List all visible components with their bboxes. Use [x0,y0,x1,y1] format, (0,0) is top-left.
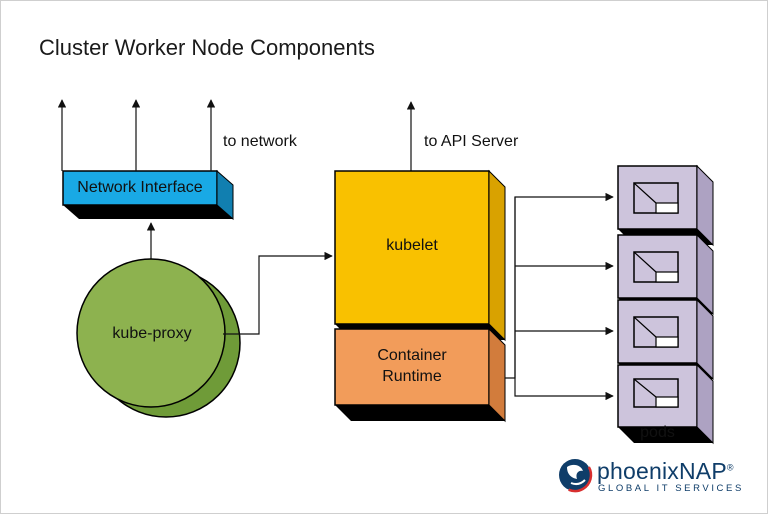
container-runtime-label-line1: Container [377,347,447,364]
proxy-to-kubelet-connector [223,251,333,335]
kube-proxy-label: kube-proxy [112,325,192,342]
container-runtime-label-line2: Runtime [382,368,442,385]
brand-name: phoenixNAP® [597,458,734,485]
pod-2 [617,233,714,316]
pods-label: pods [640,424,675,441]
phoenixnap-brand: phoenixNAP® GLOBAL IT SERVICES [557,457,757,497]
pod-connectors [505,192,614,401]
kubelet-label: kubelet [386,237,438,254]
phoenixnap-logo-icon [557,457,593,493]
network-arrows [57,99,216,259]
brand-tagline: GLOBAL IT SERVICES [598,483,744,494]
pod-4 [617,363,714,445]
pod-1 [617,164,714,247]
to-network-label: to network [223,133,297,150]
to-api-server-label: to API Server [424,133,519,150]
kube-proxy-node [76,258,241,418]
network-interface-label: Network Interface [77,179,203,196]
container-runtime-box [334,327,506,423]
network-interface-box [62,169,234,221]
brand-registered-mark: ® [726,462,734,473]
kubelet-box [334,169,506,342]
brand-name-text: phoenixNAP [597,458,727,484]
diagram-title: Cluster Worker Node Components [39,35,375,60]
pod-3 [617,298,714,381]
